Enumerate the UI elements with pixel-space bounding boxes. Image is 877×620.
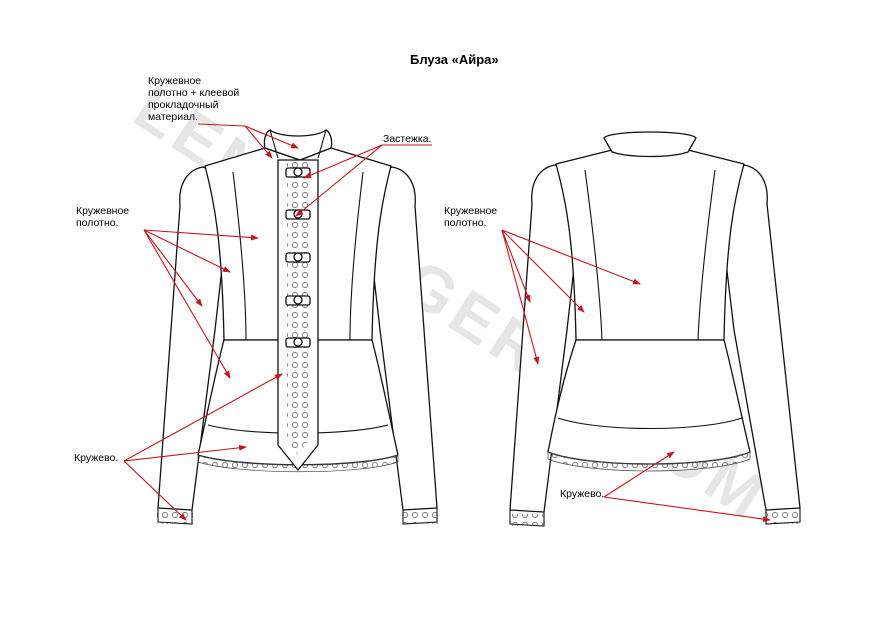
front-view xyxy=(157,129,438,525)
back-peplum xyxy=(547,339,751,465)
label-back-lace-fabric: Кружевное полотно. xyxy=(444,205,497,229)
svg-text:полотно.: полотно. xyxy=(76,217,119,229)
label-back-lace-trim: Кружево. xyxy=(560,488,604,500)
back-view xyxy=(509,131,801,527)
front-left-cuff-lace xyxy=(157,512,193,524)
back-hem-lace xyxy=(547,451,751,472)
svg-text:материал.: материал. xyxy=(148,111,198,123)
callout-arrows xyxy=(123,123,771,523)
page-title: Блуза «Айра» xyxy=(410,52,499,67)
front-hem-lace xyxy=(197,454,399,473)
svg-text:Кружевное: Кружевное xyxy=(148,75,201,87)
label-front-lace-trim: Кружево. xyxy=(74,452,118,464)
front-right-cuff-lace xyxy=(402,512,438,524)
svg-text:прокладочный: прокладочный xyxy=(148,99,219,111)
label-front-lace-interfacing: Кружевное полотно + клеевой прокладочный… xyxy=(148,75,239,123)
front-left-sleeve xyxy=(157,166,233,511)
back-right-cuff-lace xyxy=(765,512,801,524)
label-front-lace-fabric: Кружевное полотно. xyxy=(76,205,129,229)
svg-text:Кружевное: Кружевное xyxy=(444,205,497,217)
svg-text:Кружевное: Кружевное xyxy=(76,205,129,217)
back-collar xyxy=(603,131,697,158)
svg-text:полотно.: полотно. xyxy=(444,217,487,229)
svg-text:полотно + клеевой: полотно + клеевой xyxy=(148,87,239,99)
label-front-fastening: Застежка. xyxy=(383,133,431,145)
back-right-sleeve xyxy=(715,164,801,511)
back-left-cuff-lace xyxy=(509,514,545,526)
front-right-sleeve xyxy=(362,166,438,511)
